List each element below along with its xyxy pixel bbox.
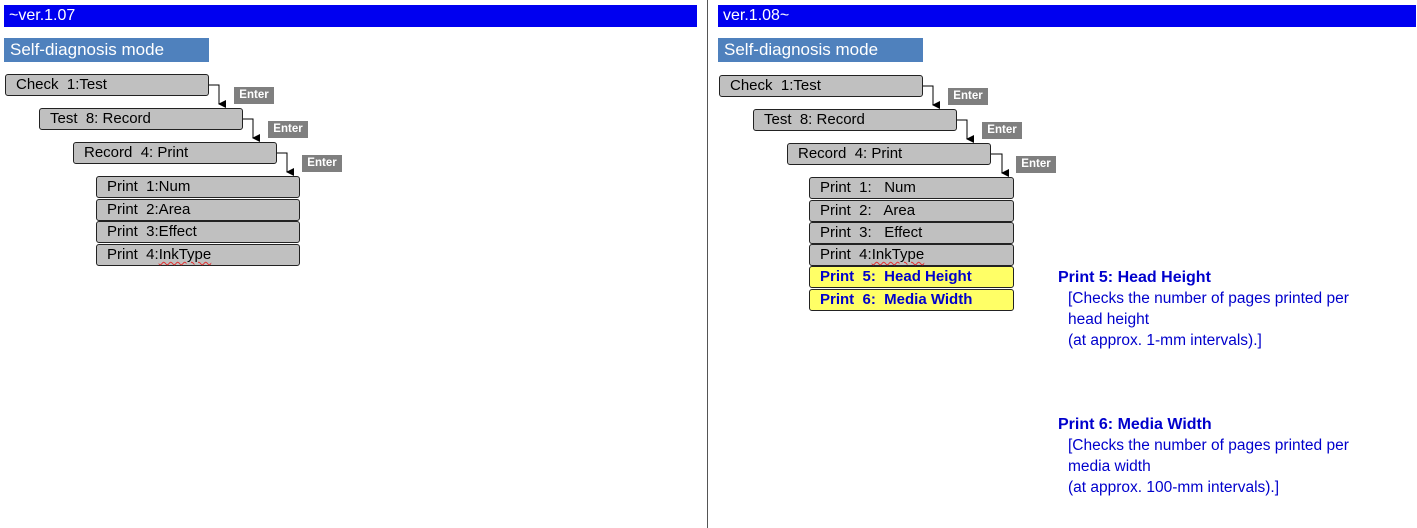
note-media-width: Print 6: Media Width [Checks the number … xyxy=(1058,414,1413,498)
note-head-height: Print 5: Head Height [Checks the number … xyxy=(1058,267,1413,351)
panel-ver-1-07: ~ver.1.07 Self-diagnosis mode Check 1:Te… xyxy=(0,0,706,528)
connector-check-to-test xyxy=(209,84,226,108)
enter-badge: Enter xyxy=(302,155,342,172)
menu-print-effect: Print 3:Effect xyxy=(96,221,300,243)
mode-label: Self-diagnosis mode xyxy=(4,38,209,62)
note-body: [Checks the number of pages printed per … xyxy=(1058,288,1413,351)
enter-badge: Enter xyxy=(234,87,274,104)
connector-test-to-record xyxy=(957,119,974,143)
panel-divider xyxy=(707,0,708,528)
version-bar: ver.1.08~ xyxy=(718,5,1416,27)
note-title: Print 6: Media Width xyxy=(1058,416,1212,433)
connector-record-to-print xyxy=(991,153,1009,177)
menu-print-area: Print 2:Area xyxy=(96,199,300,221)
menu-record-print: Record 4: Print xyxy=(787,143,991,165)
menu-record-print: Record 4: Print xyxy=(73,142,277,164)
mode-label: Self-diagnosis mode xyxy=(718,38,923,62)
menu-print-media-width: Print 6: Media Width xyxy=(809,289,1014,311)
note-line: (at approx. 100-mm intervals).] xyxy=(1068,479,1280,496)
menu-item-prefix: Print 4: xyxy=(107,246,159,263)
menu-item-term: InkType xyxy=(158,246,212,263)
enter-badge: Enter xyxy=(1016,156,1056,173)
connector-record-to-print xyxy=(277,152,294,176)
note-line: media width xyxy=(1068,458,1151,475)
menu-check-test: Check 1:Test xyxy=(5,74,209,96)
menu-test-record: Test 8: Record xyxy=(39,108,243,130)
note-line: (at approx. 1-mm intervals).] xyxy=(1068,332,1262,349)
menu-print-area: Print 2: Area xyxy=(809,200,1014,222)
menu-test-record: Test 8: Record xyxy=(753,109,957,131)
menu-item-prefix: Print 4: xyxy=(820,246,872,263)
menu-print-num: Print 1:Num xyxy=(96,176,300,198)
note-title: Print 5: Head Height xyxy=(1058,269,1211,286)
enter-badge: Enter xyxy=(982,122,1022,139)
version-bar: ~ver.1.07 xyxy=(4,5,697,27)
note-line: head height xyxy=(1068,311,1150,328)
note-body: [Checks the number of pages printed per … xyxy=(1058,435,1413,498)
enter-badge: Enter xyxy=(948,88,988,105)
menu-check-test: Check 1:Test xyxy=(719,75,923,97)
connector-check-to-test xyxy=(923,85,940,109)
menu-print-effect: Print 3: Effect xyxy=(809,222,1014,244)
note-line: [Checks the number of pages printed per xyxy=(1068,290,1349,307)
menu-print-head-height: Print 5: Head Height xyxy=(809,266,1014,288)
note-line: [Checks the number of pages printed per xyxy=(1068,437,1349,454)
menu-print-inktype: Print 4:InkType xyxy=(96,244,300,266)
menu-print-inktype: Print 4:InkType xyxy=(809,244,1014,266)
menu-print-num: Print 1: Num xyxy=(809,177,1014,199)
menu-item-term: InkType xyxy=(871,246,925,263)
panel-ver-1-08: ver.1.08~ Self-diagnosis mode Check 1:Te… xyxy=(714,0,1417,528)
connector-test-to-record xyxy=(243,118,260,142)
enter-badge: Enter xyxy=(268,121,308,138)
